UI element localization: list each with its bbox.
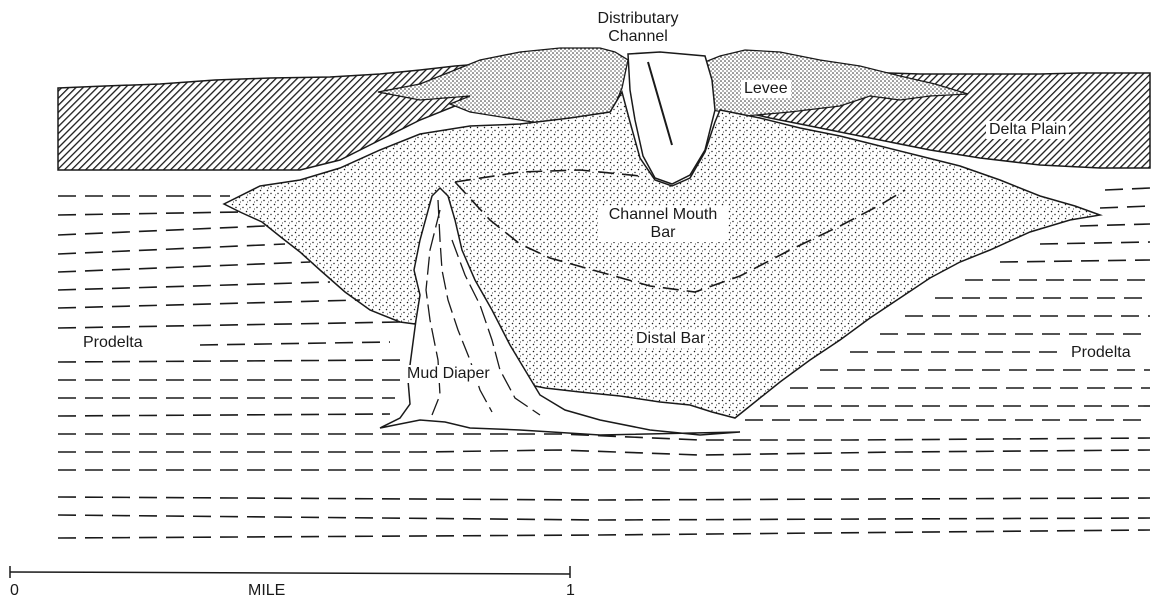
label-channel-mouth-line1: Channel Mouth xyxy=(601,206,725,224)
label-distributary-line1: Distributary xyxy=(578,10,698,28)
label-distributary-channel: Distributary Channel xyxy=(578,10,698,46)
label-distributary-line2: Channel xyxy=(578,28,698,46)
scale-label-unit: MILE xyxy=(248,582,285,600)
scale-bar-line xyxy=(10,572,570,574)
label-channel-mouth-line2: Bar xyxy=(601,224,725,242)
scale-label-start: 0 xyxy=(10,582,19,600)
label-delta-plain: Delta Plain xyxy=(986,121,1069,139)
label-channel-mouth-bar: Channel Mouth Bar xyxy=(598,206,728,242)
label-prodelta-left: Prodelta xyxy=(80,334,146,352)
label-distal-bar: Distal Bar xyxy=(633,330,708,348)
label-mud-diaper: Mud Diaper xyxy=(404,365,493,383)
scale-label-end: 1 xyxy=(566,582,575,600)
label-levee: Levee xyxy=(741,80,791,98)
label-prodelta-right: Prodelta xyxy=(1068,344,1134,362)
